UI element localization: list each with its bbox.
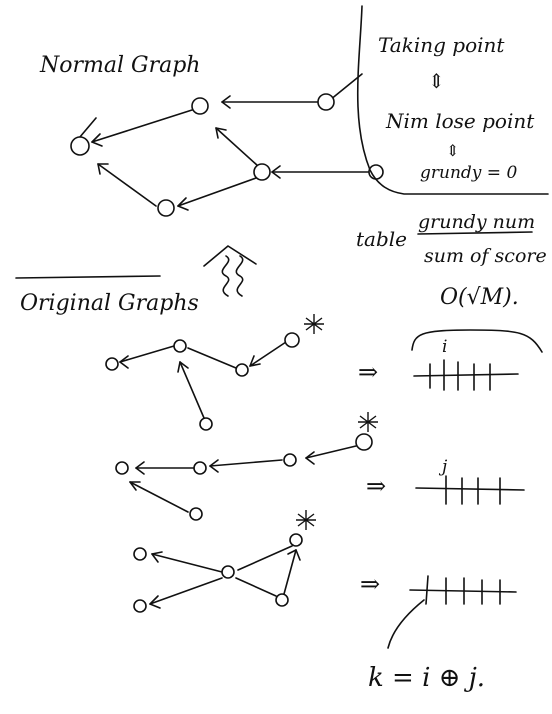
grundy-num-label: grundy num xyxy=(418,211,535,233)
number-line xyxy=(415,487,525,491)
edge xyxy=(187,347,237,369)
arrow-head xyxy=(249,355,261,367)
star-marker xyxy=(304,314,324,334)
node xyxy=(189,507,203,521)
arrow-head xyxy=(129,481,141,491)
table-label: table xyxy=(356,227,407,251)
node xyxy=(157,199,175,217)
node xyxy=(133,599,147,613)
node xyxy=(199,417,213,431)
original-graph-3 xyxy=(133,510,316,613)
original-graph-2 xyxy=(115,412,378,521)
complexity-label: O(√M). xyxy=(440,285,519,310)
edge xyxy=(237,545,293,571)
normal-edge xyxy=(329,73,363,101)
arrow-head xyxy=(271,165,281,179)
pointer-curve xyxy=(387,599,425,649)
index-j: j xyxy=(438,457,448,477)
node xyxy=(355,433,373,451)
sum-of-score-label: sum of score xyxy=(424,245,547,267)
edge xyxy=(249,341,287,367)
ticks xyxy=(425,575,501,605)
arrow-head xyxy=(97,163,109,175)
arrow-head xyxy=(135,461,145,475)
normal-edge xyxy=(91,109,193,143)
ticks xyxy=(445,475,501,505)
arrow-head xyxy=(151,551,163,563)
edge xyxy=(119,345,175,363)
node xyxy=(253,163,271,181)
node xyxy=(133,547,147,561)
arrow-head xyxy=(177,197,189,211)
original-graphs-title: Original Graphs xyxy=(20,291,199,316)
taking-point-label: Taking point xyxy=(378,33,505,57)
number-line-3 xyxy=(387,575,517,649)
index-i: i xyxy=(442,337,447,357)
edge xyxy=(179,361,205,419)
equiv-arrow: ⇕ xyxy=(428,69,445,93)
grundy-zero-label: grundy = 0 xyxy=(420,163,517,183)
node xyxy=(115,461,129,475)
arrow-head xyxy=(221,95,231,109)
node xyxy=(191,97,209,115)
arrow-head xyxy=(149,595,161,609)
squiggle xyxy=(235,255,244,297)
node xyxy=(221,565,235,579)
node xyxy=(289,533,303,547)
arrow-head xyxy=(177,361,189,373)
divider-line xyxy=(15,275,161,279)
number-line xyxy=(413,373,519,377)
caret-mark xyxy=(203,245,257,267)
arrow-head xyxy=(215,127,227,139)
node xyxy=(284,332,300,348)
note-border xyxy=(356,5,549,195)
number-line-2: j xyxy=(415,457,525,505)
star-marker xyxy=(296,510,316,530)
original-graph-1 xyxy=(105,314,324,431)
edge xyxy=(209,459,283,467)
equiv-arrow-small: ⇕ xyxy=(446,141,459,160)
normal-edge xyxy=(177,177,257,207)
normal-edge xyxy=(215,127,259,167)
arrow-head xyxy=(209,459,219,473)
edge xyxy=(305,445,357,459)
edge xyxy=(149,577,223,605)
squiggle xyxy=(221,255,230,297)
fraction-bar xyxy=(417,231,533,235)
node xyxy=(193,461,207,475)
normal-edge xyxy=(97,163,157,207)
edge xyxy=(235,577,277,597)
implies-arrow-1: ⇒ xyxy=(358,358,378,386)
node xyxy=(283,453,297,467)
star-marker xyxy=(358,412,378,432)
edge xyxy=(129,481,189,513)
node xyxy=(317,93,335,111)
edge xyxy=(283,549,297,595)
edge xyxy=(151,553,223,573)
implies-arrow-3: ⇒ xyxy=(360,570,380,598)
brace xyxy=(411,329,543,353)
nim-lose-point-label: Nim lose point xyxy=(385,109,535,133)
node xyxy=(105,357,119,371)
node xyxy=(70,136,90,156)
node xyxy=(235,363,249,377)
normal-graph-title: Normal Graph xyxy=(39,53,200,78)
ticks xyxy=(429,359,491,391)
arrow-head xyxy=(305,451,315,465)
normal-graph xyxy=(70,73,384,217)
arrow-head xyxy=(91,133,103,147)
arrow-head xyxy=(119,355,129,369)
xor-formula: k = i ⊕ j. xyxy=(368,663,485,693)
node xyxy=(173,339,187,353)
node xyxy=(275,593,289,607)
implies-arrow-2: ⇒ xyxy=(366,472,386,500)
arrow-head xyxy=(287,549,301,561)
number-line-1: i xyxy=(413,337,519,391)
